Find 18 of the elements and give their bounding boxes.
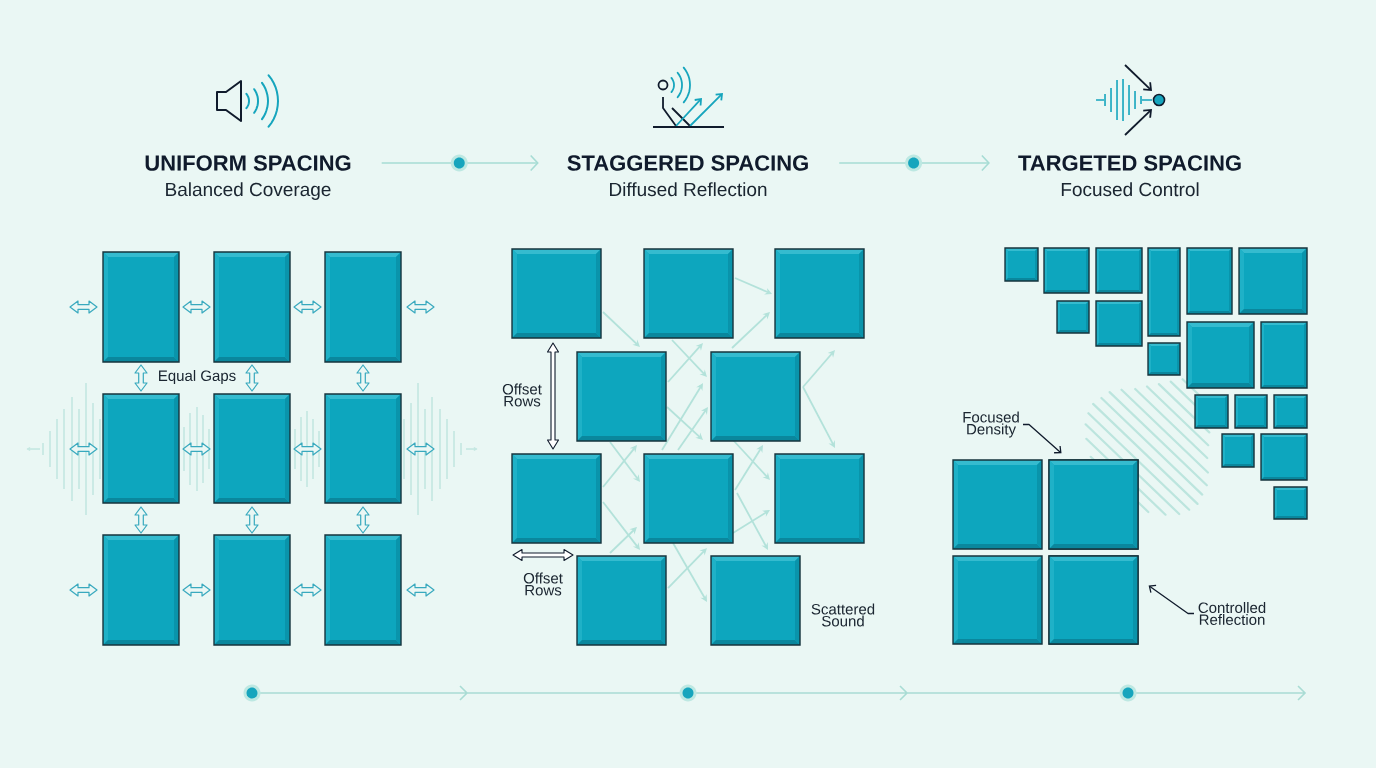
annotation: Offset Rows — [502, 383, 542, 407]
callout-text: Focused Density — [963, 411, 1019, 438]
connector-arrow — [380, 154, 539, 172]
subheading: Focused Control — [1061, 182, 1199, 197]
leader-arrow — [1148, 584, 1195, 615]
heading: TARGETED SPACING — [1018, 155, 1241, 171]
annotation: Offset Rows — [523, 572, 563, 596]
subheading: Balanced Coverage — [166, 182, 331, 200]
connector-arrow — [838, 154, 990, 172]
callout-text: Controlled Reflection — [1198, 602, 1266, 625]
annotation: Scattered Sound — [811, 603, 875, 627]
acoustic-panel — [1048, 555, 1139, 645]
annotation: Equal Gaps — [159, 370, 236, 384]
acoustic-panel — [1048, 459, 1139, 550]
heading: UNIFORM SPACING — [145, 155, 351, 171]
leader-arrow — [1022, 423, 1062, 454]
subheading: Diffused Reflection — [610, 182, 767, 197]
heading: STAGGERED SPACING — [567, 155, 808, 171]
